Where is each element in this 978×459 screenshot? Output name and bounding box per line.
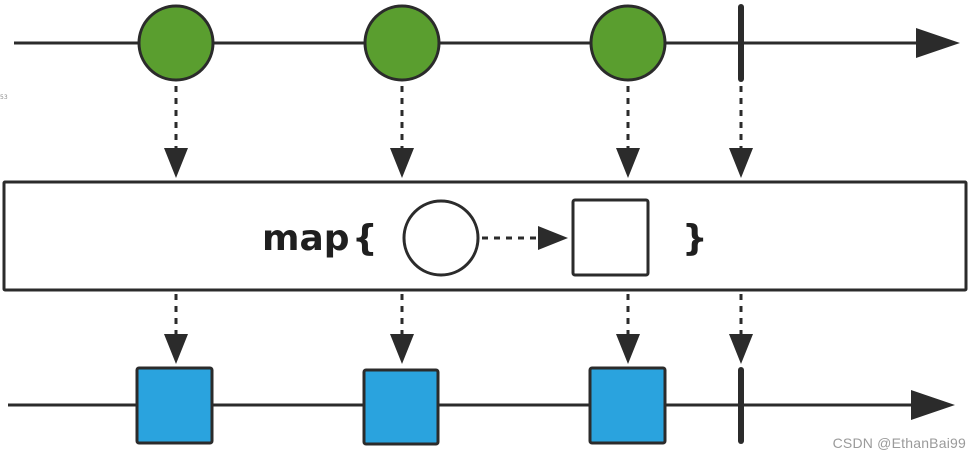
operator-close-brace: } — [682, 218, 708, 259]
dotted-arrow-out-complete — [729, 294, 753, 364]
operator-box: map { } — [2, 180, 968, 292]
input-to-operator-arrows — [164, 86, 753, 178]
dotted-arrow-in-2 — [390, 86, 414, 178]
output-marble-2 — [362, 368, 440, 446]
dotted-arrow-in-3 — [616, 86, 640, 178]
operator-output-shape — [571, 198, 650, 277]
input-marble-2 — [363, 4, 441, 82]
dotted-arrow-in-complete — [729, 86, 753, 178]
side-mark: 53 — [0, 94, 8, 101]
dotted-arrow-in-1 — [164, 86, 188, 178]
output-marble-3 — [588, 366, 667, 445]
dotted-arrow-out-2 — [390, 294, 414, 364]
operator-to-output-arrows — [164, 294, 753, 364]
input-timeline — [14, 4, 960, 82]
output-timeline-arrowhead — [911, 390, 955, 420]
dotted-arrow-out-1 — [164, 294, 188, 364]
input-marble-1 — [137, 4, 215, 82]
output-timeline — [8, 366, 955, 446]
dotted-arrow-out-3 — [616, 294, 640, 364]
input-marble-3 — [589, 4, 667, 82]
watermark: CSDN @EthanBai99 — [832, 435, 966, 451]
operator-input-shape — [402, 199, 480, 277]
operator-transform-arrow — [482, 226, 568, 250]
operator-label: map — [262, 218, 350, 259]
input-timeline-arrowhead — [916, 28, 960, 58]
output-marble-1 — [135, 366, 214, 445]
operator-open-brace: { — [352, 218, 378, 259]
operator-box-frame — [2, 180, 968, 292]
